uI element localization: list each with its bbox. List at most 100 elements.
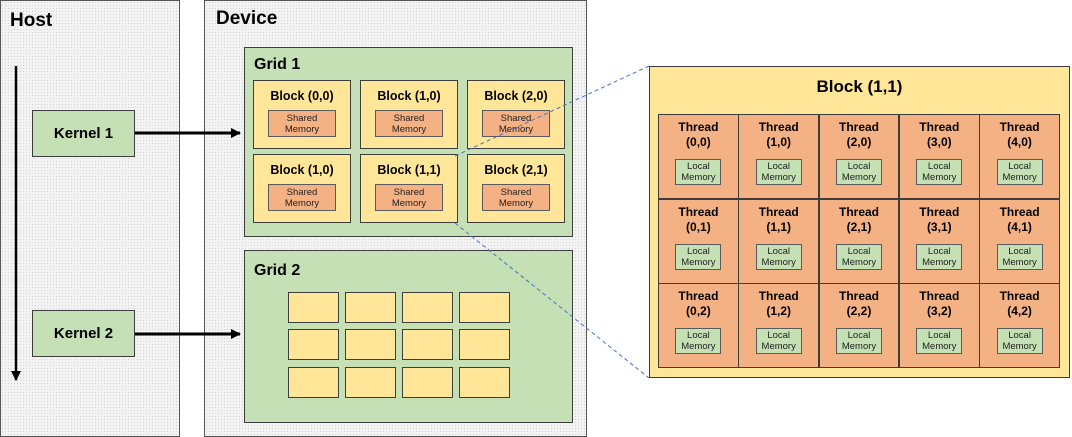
thread-word: Thread [838,120,879,134]
thread-label: Thread(0,2) [678,289,718,319]
thread-id: (4,1) [1007,219,1032,234]
thread-label: Thread(1,2) [759,289,799,319]
thread-id: (0,2) [686,304,711,318]
grid-1-title: Grid 1 [254,56,301,73]
local-memory-line1: Local [767,245,791,257]
local-memory-line1: Local [767,161,791,172]
thread-id: (1,0) [766,135,792,149]
thread-label: Thread(4,0) [1000,120,1040,150]
thread-id: (2,1) [846,219,872,234]
kernel-2: Kernel 2 [32,310,135,357]
local-memory-line1: Local [847,245,871,257]
shared-memory-line2: Memory [284,123,320,135]
grid-2-block [288,292,339,323]
local-memory-line1: Local [927,161,951,172]
grid-2-block [402,367,453,398]
thread-id: (2,2) [846,304,872,318]
thread-id: (0,1) [686,219,711,234]
local-memory-line1: Local [767,330,791,341]
thread-word: Thread [678,204,719,219]
thread-label: Thread(2,0) [839,120,879,150]
local-memory-line2: Memory [681,256,716,268]
thread-label: Thread(0,0) [678,120,718,150]
thread-label: Thread(3,0) [919,120,959,150]
thread-id: (4,2) [1007,304,1032,318]
local-memory-line2: Memory [681,341,716,352]
grid-2-block [288,329,339,360]
grid-2-block [402,292,453,323]
thread-id: (3,0) [926,135,952,149]
thread-id: (1,2) [766,304,792,318]
local-memory-line2: Memory [841,341,877,352]
shared-memory-line1: Shared [393,112,425,124]
shared-memory-line1: Shared [286,112,318,124]
thread-word: Thread [838,289,879,303]
thread-id: (4,0) [1007,135,1032,149]
thread-label: Thread(4,1) [1000,205,1040,235]
shared-memory-line2: Memory [498,197,534,209]
thread-label: Thread(4,2) [1000,289,1040,319]
local-memory-line2: Memory [922,256,957,268]
local-memory-line1: Local [927,330,951,341]
local-memory-line2: Memory [841,172,877,183]
grid-2-block [459,329,510,360]
grid-2-block [402,329,453,360]
block-detail-title: Block (1,1) [816,77,903,96]
shared-memory-line1: Shared [500,112,532,124]
local-memory-line2: Memory [922,341,957,352]
thread-label: Thread(2,1) [839,205,879,235]
thread-label: Thread(3,1) [919,205,959,235]
block-label: Block (2,0) [484,89,548,103]
thread-label: Thread(1,1) [759,205,799,235]
thread-id: (2,0) [846,135,872,149]
grid-2-block [345,292,396,323]
local-memory-line2: Memory [761,341,796,352]
local-memory-line1: Local [927,245,951,257]
thread-word: Thread [758,289,799,303]
thread-id: (3,2) [926,304,952,318]
block-label: Block (1,0) [377,89,441,103]
host-title: Host [10,10,53,31]
thread-word: Thread [678,289,719,303]
shared-memory-line2: Memory [391,197,427,209]
shared-memory-line1: Shared [393,186,425,198]
grid-2-block [288,367,339,398]
local-memory-line1: Local [687,161,710,172]
grid-2-block [345,367,396,398]
thread-word: Thread [919,120,960,134]
shared-memory-line2: Memory [391,123,427,135]
thread-id: (0,0) [686,135,711,149]
local-memory-line1: Local [1008,330,1031,341]
